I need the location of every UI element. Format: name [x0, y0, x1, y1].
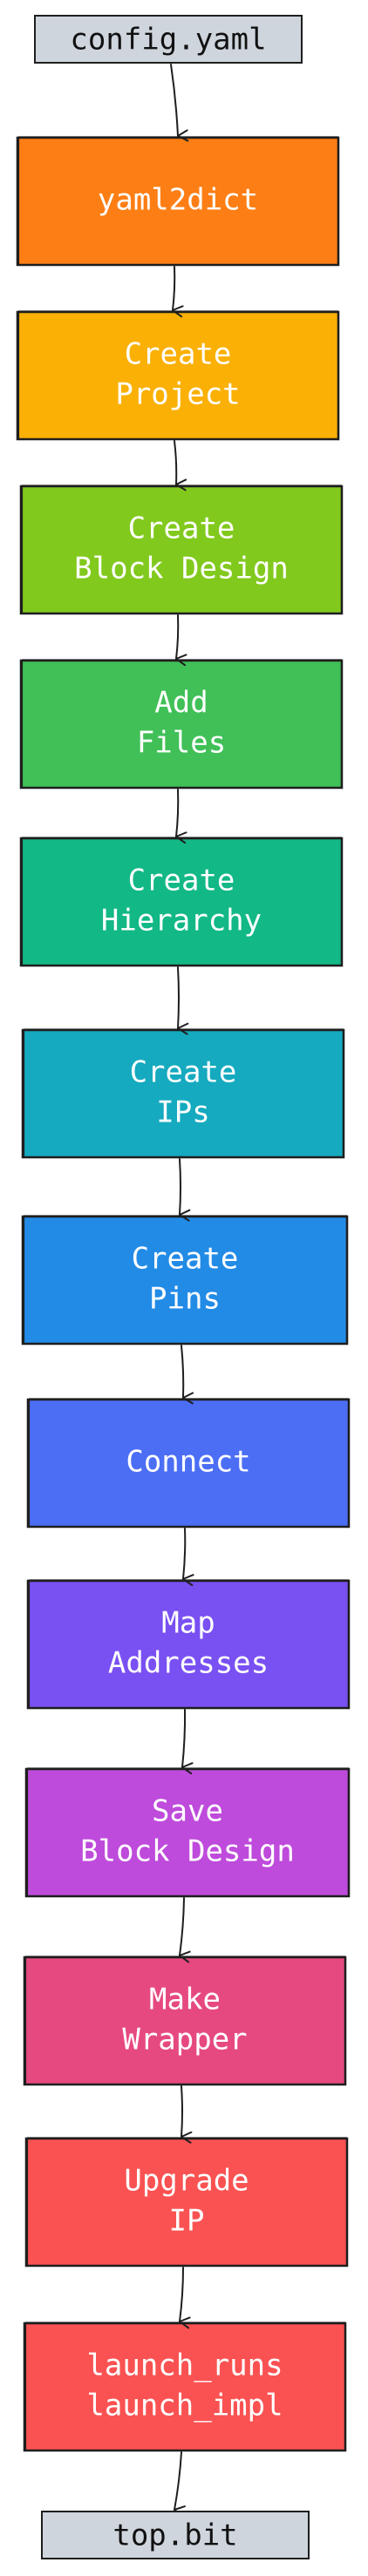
flow-arrow	[182, 1528, 194, 1587]
flow-arrow	[174, 440, 187, 491]
step-launch-runs-launch-impl: launch_runs launch_impl	[23, 2322, 347, 2452]
flow-arrow	[181, 1345, 194, 1405]
step-label-line: Pins	[149, 1282, 221, 1317]
step-box	[19, 485, 344, 615]
step-label-line: Create	[132, 1242, 239, 1277]
step-label-line: Upgrade	[124, 2164, 249, 2199]
step-label-line: Map	[161, 1606, 215, 1641]
flow-arrow	[179, 1897, 191, 1963]
step-label-line: Hierarchy	[101, 904, 262, 939]
step-label-line: Block Design	[80, 1834, 295, 1869]
step-label-line: launch_runs	[86, 2349, 283, 2383]
step-box	[23, 1956, 347, 2086]
step-box	[26, 1579, 351, 1710]
step-label-line: yaml2dict	[98, 183, 258, 218]
flow-arrow	[181, 1709, 194, 1775]
step-label-line: IP	[169, 2204, 205, 2239]
flow-arrow	[174, 2451, 186, 2518]
step-label-line: Addresses	[108, 1646, 269, 1681]
step-box	[16, 136, 340, 267]
step-yaml2dict: yaml2dict	[16, 136, 340, 267]
step-label-line: IPs	[156, 1095, 209, 1130]
step-label-line: Create	[125, 337, 232, 372]
step-label-line: Wrapper	[122, 2023, 247, 2057]
input-node-box	[34, 15, 303, 64]
step-box	[21, 1028, 345, 1159]
output-node: top.bit	[41, 2511, 310, 2559]
step-box	[24, 2137, 349, 2268]
step-box	[19, 837, 344, 967]
input-node: config.yaml	[34, 15, 303, 64]
output-node-box	[41, 2511, 310, 2559]
step-label-line: Create	[130, 1055, 237, 1090]
step-box	[24, 1767, 351, 1898]
flow-arrow	[177, 966, 189, 1035]
step-connect: Connect	[26, 1398, 351, 1529]
output-node-label: top.bit	[112, 2518, 237, 2553]
flow-arrow	[179, 1158, 191, 1222]
step-box	[21, 1215, 349, 1346]
flow-arrow	[179, 2267, 191, 2329]
step-label-line: Make	[149, 1983, 221, 2017]
step-box	[23, 2322, 347, 2452]
step-label-line: Create	[128, 864, 235, 898]
step-label-line: Block Design	[74, 552, 289, 586]
step-label-line: Save	[152, 1794, 223, 1829]
step-label-line: Create	[128, 512, 235, 546]
step-label-line: Connect	[126, 1445, 250, 1480]
step-box	[19, 659, 344, 790]
flow-arrow	[172, 266, 184, 318]
flow-arrows	[170, 64, 194, 2518]
input-node-label: config.yaml	[70, 23, 266, 58]
flow-arrow	[175, 614, 187, 667]
flow-arrow	[175, 789, 187, 844]
flow-arrow	[170, 64, 189, 142]
step-label-line: Files	[137, 726, 226, 761]
step-label-line: Project	[115, 377, 240, 412]
flow-arrow	[181, 2085, 193, 2144]
step-label-line: Add	[154, 686, 208, 721]
step-label-line: launch_impl	[86, 2389, 283, 2423]
step-box	[16, 310, 340, 441]
